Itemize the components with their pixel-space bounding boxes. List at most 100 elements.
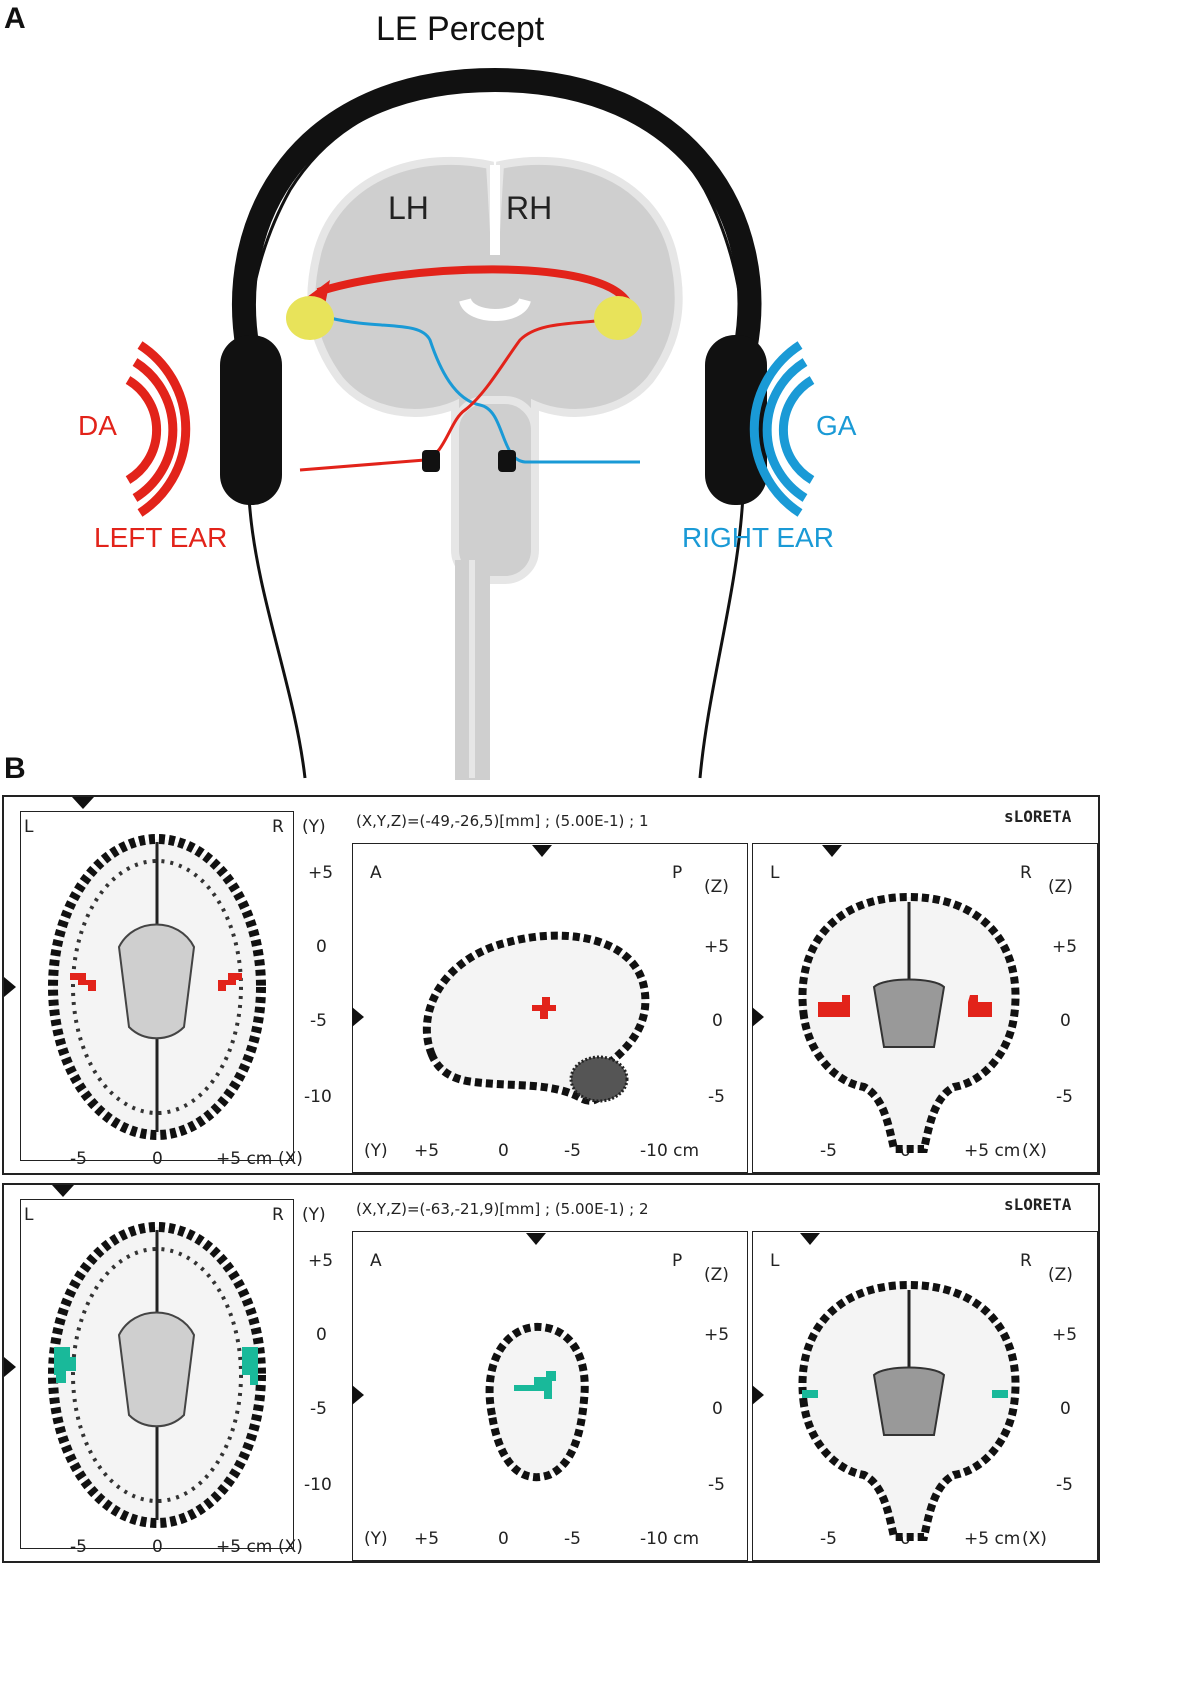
- right-ear-pathway: [329, 316, 640, 464]
- left-nucleus: [422, 450, 440, 472]
- right-ear-label: RIGHT EAR: [682, 522, 834, 553]
- sagittal-tick-x: (Y): [364, 1141, 388, 1161]
- right-nucleus: [498, 450, 516, 472]
- callosal-arrow: [316, 265, 632, 306]
- coronal-axis-label: (Z): [1048, 877, 1073, 897]
- left-ear-label: LEFT EAR: [94, 522, 228, 553]
- rh-label: RH: [506, 190, 553, 226]
- result-row-2: (X,Y,Z)=(-63,-21,9)[mm] ; (5.00E-1) ; 2 …: [2, 1183, 1100, 1563]
- sagittal-tick-x: -5: [564, 1529, 581, 1549]
- axial-axis-label: (Y): [302, 817, 326, 837]
- axial-tick-y: 0: [316, 937, 327, 957]
- panel-a-letter: A: [4, 2, 26, 35]
- coronal-corner-l: L: [770, 1251, 780, 1271]
- coronal-tick-x: -5: [820, 1141, 837, 1161]
- brain-slices-row-1: [4, 797, 1020, 1153]
- sagittal-tick-x: +5: [414, 1529, 440, 1549]
- coronal-corner-r: R: [1020, 1251, 1032, 1271]
- coronal-tick-x: +5 cm: [964, 1529, 1021, 1549]
- left-syllable: DA: [78, 410, 117, 441]
- activation-cluster: [70, 973, 96, 991]
- coronal-axis-label: (Z): [1048, 1265, 1073, 1285]
- panel-b-letter: B: [4, 752, 26, 785]
- axial-tick-y: -5: [310, 1399, 327, 1419]
- sagittal-tick-x: (Y): [364, 1529, 388, 1549]
- sagittal-tick-y: -5: [708, 1087, 725, 1107]
- axial-corner-r: R: [272, 1205, 284, 1225]
- activation-cluster: [532, 997, 556, 1019]
- brain-slices-row-2: [4, 1185, 1020, 1541]
- sagittal-corner-p: P: [672, 863, 683, 883]
- coordinate-readout-2: (X,Y,Z)=(-63,-21,9)[mm] ; (5.00E-1) ; 2: [356, 1200, 649, 1218]
- coronal-tick-y: 0: [1060, 1399, 1071, 1419]
- axial-tick-x: (X): [278, 1537, 303, 1557]
- head-diagram: [125, 67, 815, 780]
- sagittal-tick-x: -5: [564, 1141, 581, 1161]
- coronal-tick-x: (X): [1022, 1141, 1047, 1161]
- coronal-tick-x: 0: [900, 1529, 911, 1549]
- activation-cluster: [968, 995, 992, 1017]
- coronal-tick-x: +5 cm: [964, 1141, 1021, 1161]
- right-syllable: GA: [816, 410, 857, 441]
- coronal-tick-y: -5: [1056, 1475, 1073, 1495]
- axial-corner-l: L: [24, 1205, 34, 1225]
- coronal-tick-x: 0: [900, 1141, 911, 1161]
- sagittal-tick-x: 0: [498, 1529, 509, 1549]
- coronal-tick-x: -5: [820, 1529, 837, 1549]
- coronal-tick-y: -5: [1056, 1087, 1073, 1107]
- axial-tick-x: -5: [70, 1149, 87, 1169]
- sagittal-tick-y: 0: [712, 1399, 723, 1419]
- axial-tick-y: -5: [310, 1011, 327, 1031]
- left-sound-waves: [125, 341, 191, 517]
- activation-cluster: [818, 995, 850, 1017]
- sagittal-tick-y: 0: [712, 1011, 723, 1031]
- axial-tick-y: +5: [308, 1251, 334, 1271]
- sagittal-tick-y: +5: [704, 1325, 730, 1345]
- activation-cluster: [992, 1390, 1008, 1398]
- axial-corner-l: L: [24, 817, 34, 837]
- axial-tick-x: (X): [278, 1149, 303, 1169]
- coronal-tick-x: (X): [1022, 1529, 1047, 1549]
- left-ear-pathway: [299, 316, 621, 472]
- sagittal-brain-2: [485, 1322, 589, 1482]
- sagittal-tick-x: +5: [414, 1141, 440, 1161]
- axial-tick-x: +5 cm: [216, 1149, 273, 1169]
- coronal-corner-r: R: [1020, 863, 1032, 883]
- axial-tick-y: -10: [304, 1087, 332, 1107]
- axial-corner-r: R: [272, 817, 284, 837]
- brainstem: [451, 396, 539, 584]
- sagittal-corner-a: A: [370, 1251, 382, 1271]
- headphone-band: [232, 67, 762, 362]
- coronal-corner-l: L: [770, 863, 780, 883]
- coronal-tick-y: +5: [1052, 937, 1078, 957]
- coronal-tick-y: 0: [1060, 1011, 1071, 1031]
- activation-cluster: [242, 1347, 258, 1385]
- sagittal-tick-x: -10 cm: [640, 1529, 700, 1549]
- axial-tick-y: -10: [304, 1475, 332, 1495]
- coronal-tick-y: +5: [1052, 1325, 1078, 1345]
- axial-tick-x: +5 cm: [216, 1537, 273, 1557]
- activation-cluster: [54, 1347, 76, 1383]
- right-auditory-node: [594, 296, 642, 340]
- sagittal-tick-y: +5: [704, 937, 730, 957]
- right-ear-cup: [705, 335, 767, 505]
- sagittal-axis-label: (Z): [704, 1265, 729, 1285]
- sagittal-corner-p: P: [672, 1251, 683, 1271]
- axial-tick-x: -5: [70, 1537, 87, 1557]
- software-label-2: sLORETA: [1004, 1195, 1072, 1214]
- sagittal-tick-x: -10 cm: [640, 1141, 700, 1161]
- result-row-1: (X,Y,Z)=(-49,-26,5)[mm] ; (5.00E-1) ; 1 …: [2, 795, 1100, 1175]
- coordinate-readout-1: (X,Y,Z)=(-49,-26,5)[mm] ; (5.00E-1) ; 1: [356, 812, 649, 830]
- sagittal-tick-y: -5: [708, 1475, 725, 1495]
- lh-label: LH: [388, 190, 429, 226]
- axial-tick-y: +5: [308, 863, 334, 883]
- activation-cluster: [514, 1371, 556, 1399]
- activation-cluster: [218, 973, 242, 991]
- sagittal-corner-a: A: [370, 863, 382, 883]
- left-ear-cup: [220, 335, 282, 505]
- panel-a-title: LE Percept: [376, 10, 545, 48]
- axial-tick-x: 0: [152, 1537, 163, 1557]
- sagittal-axis-label: (Z): [704, 877, 729, 897]
- left-auditory-node: [286, 296, 334, 340]
- axial-axis-label: (Y): [302, 1205, 326, 1225]
